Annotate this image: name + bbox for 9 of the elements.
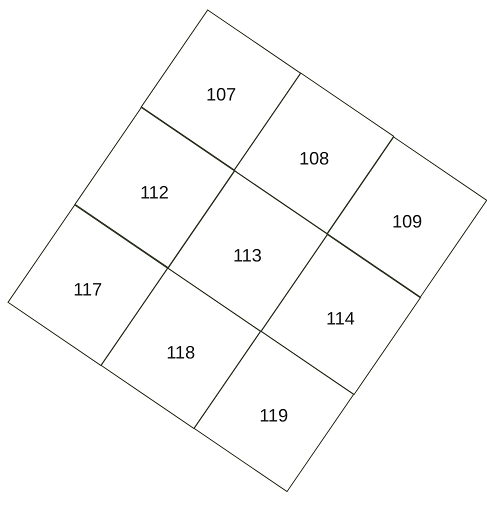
cell-number: 117 <box>73 279 102 300</box>
cell-number: 113 <box>233 245 262 266</box>
cell-number: 107 <box>206 84 236 106</box>
cell-number: 114 <box>326 308 355 330</box>
cell-number: 118 <box>166 342 196 364</box>
cell-number: 112 <box>140 182 169 204</box>
cell-number: 119 <box>259 406 288 427</box>
cell-number: 108 <box>299 148 330 170</box>
cell-number: 109 <box>392 211 422 232</box>
